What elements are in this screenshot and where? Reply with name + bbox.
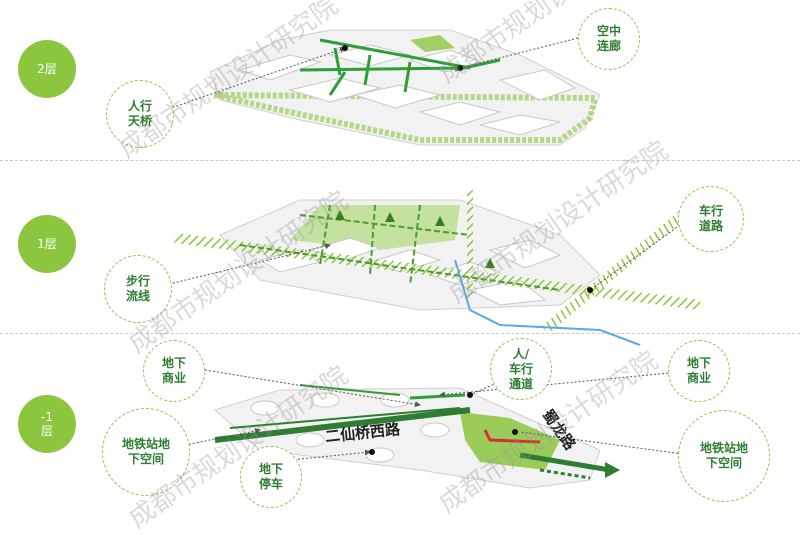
level-divider-1 [0, 160, 800, 161]
level-label-1f: 1层 [37, 237, 57, 251]
level-divider-2 [0, 333, 800, 334]
callout-pedestrian-flow: 步行流线 [104, 255, 172, 323]
callout-vehicle-road: 车行道路 [678, 186, 744, 252]
callout-underground-commerce-left: 地下商业 [143, 340, 205, 402]
level-label-b1: -1 层 [40, 410, 53, 438]
level-badge-2f: 2层 [18, 40, 76, 98]
callout-ped-vehicle-passage: 人/车行通道 [490, 338, 552, 400]
level-1-plan [174, 190, 704, 346]
level-2-plan [209, 29, 601, 146]
callout-metro-space-left: 地铁站地下空间 [102, 408, 190, 496]
callout-metro-space-right: 地铁站地下空间 [678, 410, 770, 502]
level-label-2f: 2层 [37, 62, 57, 76]
callout-pedestrian-skybridge: 人行天桥 [106, 80, 174, 148]
callout-sky-corridor: 空中连廊 [578, 8, 640, 70]
level-minus1-plan [214, 384, 620, 489]
level-badge-b1: -1 层 [18, 395, 76, 453]
leader-lines [164, 37, 691, 461]
level-badge-1f: 1层 [18, 215, 76, 273]
callout-underground-commerce-right: 地下商业 [668, 340, 730, 402]
plan-drawing [164, 29, 704, 489]
callout-underground-parking: 地下停车 [240, 446, 302, 508]
